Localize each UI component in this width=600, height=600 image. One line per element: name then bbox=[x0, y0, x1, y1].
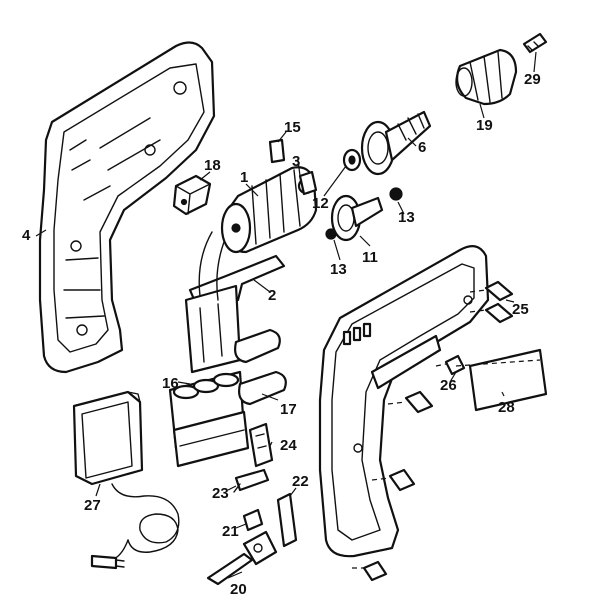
label-18: 18 bbox=[204, 157, 221, 174]
label-13a: 13 bbox=[398, 209, 415, 226]
label-15: 15 bbox=[284, 119, 301, 136]
small-plate bbox=[268, 138, 286, 164]
intermediate-gear bbox=[330, 194, 384, 242]
chuck-screw bbox=[522, 32, 548, 54]
spindle-gear bbox=[360, 110, 432, 176]
label-plate bbox=[468, 348, 548, 412]
label-17: 17 bbox=[280, 401, 297, 418]
label-20: 20 bbox=[230, 581, 247, 598]
label-26: 26 bbox=[440, 377, 457, 394]
chuck-key bbox=[206, 530, 278, 586]
washers bbox=[325, 148, 403, 240]
contact-clips bbox=[234, 328, 287, 406]
label-29: 29 bbox=[524, 71, 541, 88]
label-25: 25 bbox=[512, 301, 529, 318]
battery-terminal-assembly bbox=[168, 231, 286, 468]
bracket bbox=[248, 422, 274, 468]
label-12: 12 bbox=[312, 195, 329, 212]
label-24: 24 bbox=[280, 437, 297, 454]
left-housing-half bbox=[38, 41, 216, 374]
label-27: 27 bbox=[84, 497, 101, 514]
label-22: 22 bbox=[292, 473, 309, 490]
label-6: 6 bbox=[418, 139, 426, 156]
leader-lines bbox=[35, 51, 537, 579]
part-number-labels: 4 1 3 15 18 2 17 16 12 6 13 13 11 19 29 … bbox=[22, 71, 541, 598]
motor-end-cap bbox=[298, 170, 318, 196]
label-4: 4 bbox=[22, 227, 31, 244]
screwdriver-bit bbox=[276, 492, 298, 548]
label-16: 16 bbox=[162, 375, 179, 392]
housing-screws bbox=[352, 280, 541, 582]
battery-charger bbox=[72, 390, 180, 570]
switch bbox=[172, 174, 212, 216]
label-3: 3 bbox=[292, 153, 300, 170]
label-28: 28 bbox=[498, 399, 515, 416]
right-housing-half bbox=[318, 245, 490, 558]
label-13b: 13 bbox=[330, 261, 347, 278]
drill-chuck bbox=[455, 48, 518, 106]
label-1: 1 bbox=[240, 169, 248, 186]
label-11: 11 bbox=[362, 249, 378, 266]
small-clip bbox=[242, 508, 264, 532]
label-21: 21 bbox=[222, 523, 239, 540]
contact-strip bbox=[233, 468, 270, 493]
label-19: 19 bbox=[476, 117, 493, 134]
label-23: 23 bbox=[212, 485, 229, 502]
label-2: 2 bbox=[268, 287, 276, 304]
